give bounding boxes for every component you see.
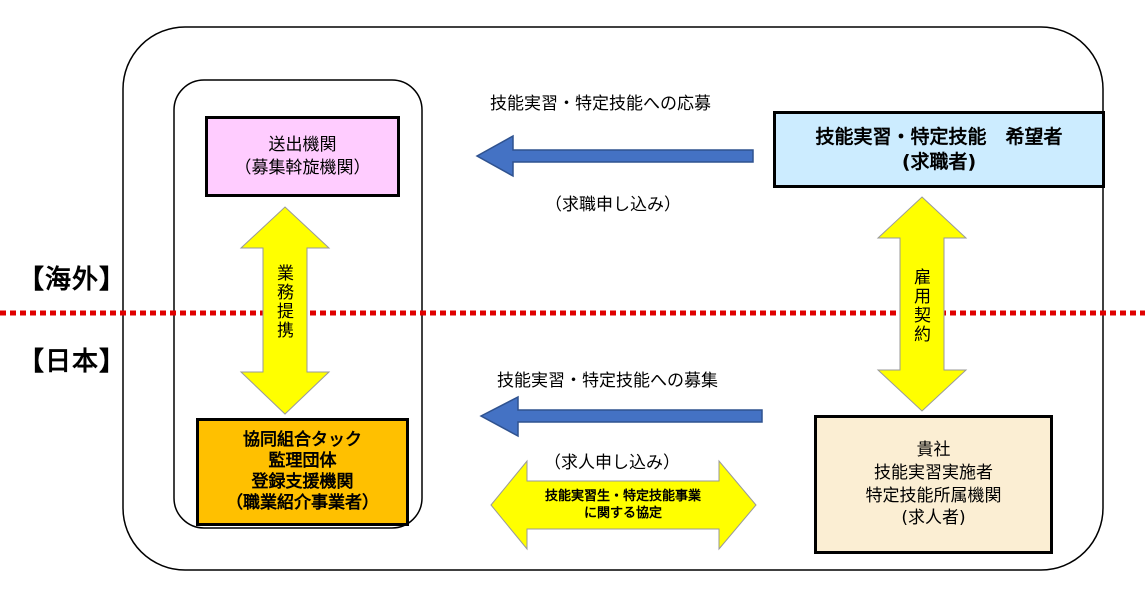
recruitment-sublabel: （求人申し込み） [544,453,680,473]
company-role-1: 技能実習実施者 [874,462,993,483]
agreement-label: 技能実習生・特定技能事業 に関する協定 [518,489,728,523]
application-sublabel: （求職申し込み） [545,195,681,215]
overseas-label: 【海外】 [18,265,127,295]
company-role-3: (求人者) [901,508,966,529]
business-partnership-label: 業務提携 [273,264,293,340]
applicant-box: 技能実習・特定技能 希望者 (求職者) [773,111,1105,188]
partnership-double-arrow [239,206,331,415]
application-label: 技能実習・特定技能への応募 [490,94,711,114]
agreement-line-1: 技能実習生・特定技能事業 [544,489,701,504]
sending-organization-box: 送出機関 （募集斡旋機関） [205,116,400,197]
agreement-double-arrow [490,459,757,551]
cooperative-role-2: 登録支援機関 [251,472,354,492]
company-role-2: 特定技能所属機関 [865,485,1002,506]
cooperative-box: 協同組合タック 監理団体 登録支援機関 （職業紹介事業者） [196,418,409,526]
sending-org-name: 送出機関 [268,135,337,156]
employment-contract-label: 雇用契約 [910,268,930,344]
contract-double-arrow [876,196,968,412]
cooperative-role-1: 監理団体 [268,450,337,471]
cooperative-name: 協同組合タック [243,429,362,450]
inner-frame [173,79,423,529]
outer-frame [122,26,1104,571]
company-box: 貴社 技能実習実施者 特定技能所属機関 (求人者) [814,415,1053,554]
applicant-name: 技能実習・特定技能 希望者 [815,125,1063,148]
agreement-line-2: に関する協定 [583,505,662,521]
japan-label: 【日本】 [18,347,127,377]
cooperative-role-3: （職業紹介事業者） [226,493,379,514]
recruitment-label: 技能実習・特定技能への募集 [497,371,718,391]
sending-org-sub: （募集斡旋機関） [234,157,371,178]
applicant-sub: (求職者) [901,150,977,173]
application-arrow [475,134,754,178]
recruitment-arrow [479,395,763,438]
company-name: 貴社 [916,439,951,460]
